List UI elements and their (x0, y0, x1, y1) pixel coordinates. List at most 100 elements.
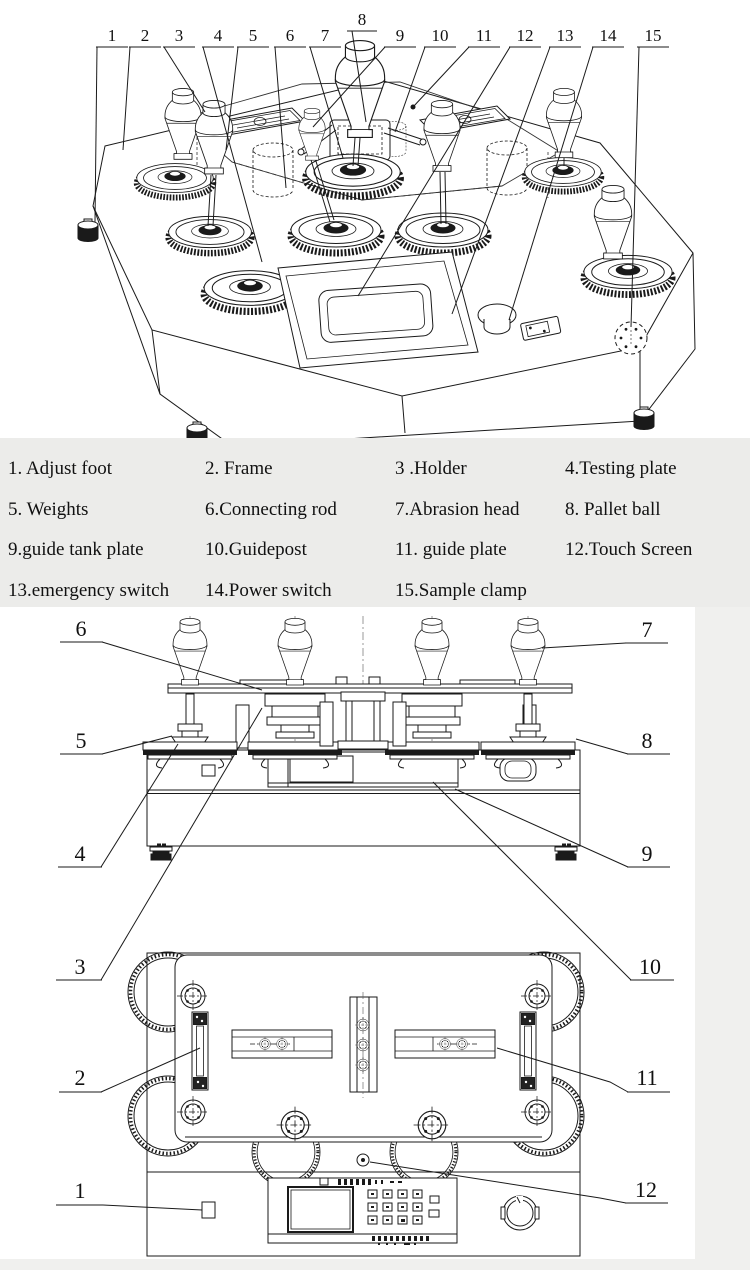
callout-4: 4 (202, 26, 263, 263)
callout-6: 6 (274, 26, 306, 189)
power-switch (520, 315, 562, 341)
svg-text:11: 11 (636, 1065, 657, 1090)
front-guide-post-plate (235, 704, 250, 749)
svg-text:6: 6 (76, 616, 87, 641)
panel-bottom-marks (372, 1236, 429, 1245)
top-view: 2 11 1 12 (56, 950, 670, 1257)
svg-text:10: 10 (432, 26, 449, 45)
front-callouts: 6 7 5 8 4 9 3 10 (56, 616, 674, 981)
callout-11: 11 (496, 1047, 670, 1093)
svg-text:12: 12 (635, 1177, 657, 1202)
svg-text:9: 9 (396, 26, 405, 45)
callout-14: 14 (508, 26, 624, 321)
spindles (207, 137, 565, 227)
legend-item: 10.Guidepost (205, 539, 307, 560)
panel-label-marks (338, 1179, 402, 1185)
callout-7: 7 (541, 617, 668, 649)
callout-5: 5 (225, 26, 269, 151)
power-switch-square (201, 1201, 216, 1219)
touch-screen (277, 251, 479, 369)
callout-6: 6 (60, 616, 263, 691)
legend-item: 11. guide plate (395, 539, 507, 560)
callout-12: 12 (357, 26, 541, 297)
callout-11: 11 (410, 26, 500, 110)
legend-item: 5. Weights (8, 498, 89, 520)
isometric-view-drawing: 1 2 3 4 5 6 7 8 9 10 11 12 13 14 15 (77, 10, 696, 438)
legend-item: 8. Pallet ball (565, 498, 661, 520)
legend-item: 15.Sample clamp (395, 579, 527, 601)
panel-screen (287, 1186, 354, 1233)
callout-2: 2 (59, 1047, 201, 1093)
callout-9: 9 (454, 788, 670, 868)
legend-item: 13.emergency switch (8, 579, 170, 601)
svg-text:2: 2 (75, 1065, 86, 1090)
front-weight-bottle (172, 618, 208, 686)
top-center-bar (349, 992, 378, 1098)
svg-text:15: 15 (645, 26, 662, 45)
svg-text:3: 3 (175, 26, 184, 45)
svg-text:8: 8 (358, 10, 367, 29)
legend-item: 1. Adjust foot (8, 458, 112, 479)
svg-text:8: 8 (642, 728, 653, 753)
sample-clamp-rail-right (395, 1030, 495, 1058)
svg-text:1: 1 (108, 26, 117, 45)
adjust-foot (633, 406, 655, 430)
bottom-margin-strip (0, 1259, 750, 1270)
legend-item: 3 .Holder (395, 458, 467, 479)
sample-clamp (614, 321, 648, 355)
callout-13: 13 (451, 26, 581, 315)
legend-item: 7.Abrasion head (395, 498, 520, 520)
callout-15: 15 (630, 26, 669, 328)
svg-text:4: 4 (75, 841, 86, 866)
iso-callouts: 1 2 3 4 5 6 7 8 9 10 11 12 13 14 15 (94, 10, 669, 328)
callout-4: 4 (58, 743, 179, 868)
legend-item: 9.guide tank plate (8, 539, 144, 560)
right-margin-strip (695, 607, 750, 1270)
svg-text:1: 1 (75, 1178, 86, 1203)
svg-text:5: 5 (76, 728, 87, 753)
callout-10: 10 (394, 26, 456, 133)
callout-8: 8 (575, 728, 670, 755)
callout-3: 3 (56, 707, 263, 981)
legend-item: 14.Power switch (205, 579, 332, 601)
parts-legend: 1. Adjust foot 2. Frame 3 .Holder 4.Test… (0, 438, 750, 607)
svg-text:11: 11 (476, 26, 492, 45)
front-and-top-view-drawings: 6 7 5 8 4 9 3 10 (0, 607, 750, 1270)
front-power-inlet (499, 755, 537, 782)
callout-1: 1 (94, 26, 128, 223)
emergency-switch (477, 303, 517, 335)
front-stations (142, 691, 576, 769)
svg-text:9: 9 (642, 841, 653, 866)
callout-12: 12 (369, 1161, 668, 1204)
svg-text:6: 6 (286, 26, 295, 45)
adjust-foot (77, 218, 99, 242)
svg-text:4: 4 (214, 26, 223, 45)
front-guide-plate-bar (167, 676, 573, 694)
svg-text:14: 14 (600, 26, 618, 45)
legend-item: 12.Touch Screen (565, 539, 693, 560)
panel-knob (500, 1195, 540, 1231)
front-weight-bottle (414, 618, 450, 686)
legend-item: 2. Frame (205, 458, 273, 479)
front-power-switch (201, 764, 216, 777)
front-view: 6 7 5 8 4 9 3 10 (56, 616, 674, 981)
top-callouts: 2 11 1 12 (56, 1047, 670, 1211)
svg-text:2: 2 (141, 26, 150, 45)
front-weight-bottle (277, 618, 313, 686)
front-frame (146, 749, 581, 847)
legend-item: 6.Connecting rod (205, 498, 337, 520)
svg-text:7: 7 (321, 26, 330, 45)
svg-text:3: 3 (75, 954, 86, 979)
svg-text:5: 5 (249, 26, 258, 45)
svg-text:7: 7 (642, 617, 653, 642)
svg-text:12: 12 (517, 26, 534, 45)
front-guidepost-column (319, 691, 407, 750)
callout-7: 7 (309, 26, 344, 159)
sample-clamp-rail-left (232, 1030, 332, 1058)
svg-text:13: 13 (557, 26, 574, 45)
touch-screen-indicator (356, 1153, 370, 1167)
svg-text:10: 10 (639, 954, 661, 979)
front-weight-bottle (510, 618, 546, 686)
callout-1: 1 (56, 1178, 203, 1211)
